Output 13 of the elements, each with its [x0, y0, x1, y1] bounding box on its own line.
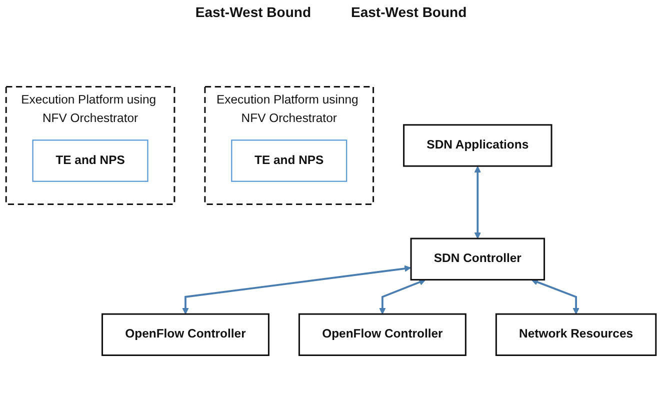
arrow: [474, 166, 481, 239]
node-box: TE and NPS: [32, 140, 148, 182]
arrow: [182, 265, 412, 314]
node-box: SDN Controller: [410, 238, 546, 280]
node-box: TE and NPS: [231, 140, 348, 182]
connection-label: East-West Bound: [351, 4, 467, 20]
arrow: [379, 278, 426, 314]
node-box: OpenFlow Controller: [298, 313, 466, 356]
connection-label: East-West Bound: [195, 4, 311, 20]
arrow: [531, 278, 580, 314]
node-box: OpenFlow Controller: [101, 313, 270, 356]
node-box: Network Resources: [495, 313, 657, 356]
node-box: SDN Applications: [403, 124, 552, 167]
